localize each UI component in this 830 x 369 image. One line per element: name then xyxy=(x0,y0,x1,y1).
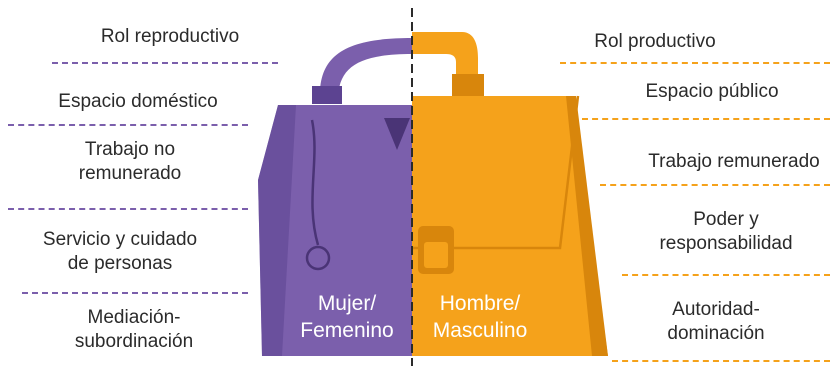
briefcase-handle-icon xyxy=(412,32,478,78)
female-label: Mujer/ Femenino xyxy=(300,292,394,342)
left-divider xyxy=(22,292,248,294)
right-divider xyxy=(600,184,830,186)
handbag-handle-base-icon xyxy=(312,86,342,104)
handbag-strap-icon xyxy=(310,119,320,246)
handbag-clasp-icon xyxy=(384,118,410,150)
right-label-trabajo-remunerado: Trabajo remunerado xyxy=(648,151,820,172)
right-divider xyxy=(612,360,830,362)
briefcase-flap-icon xyxy=(412,95,580,250)
handbag-handle-icon xyxy=(319,38,412,100)
right-divider xyxy=(622,274,830,276)
left-divider xyxy=(52,62,278,64)
left-divider xyxy=(8,208,248,210)
left-label-mediacion-subordinacion: Mediación- subordinación xyxy=(74,307,194,352)
briefcase-handle-base-icon xyxy=(452,74,484,96)
left-label-rol-reproductivo: Rol reproductivo xyxy=(100,26,240,47)
handbag-charm-icon xyxy=(305,245,331,271)
left-divider xyxy=(8,124,248,126)
right-label-autoridad-dominacion: Autoridad- dominación xyxy=(667,299,765,344)
handbag-body-icon xyxy=(258,105,412,356)
left-label-trabajo-no-remunerado: Trabajo no remunerado xyxy=(78,139,182,184)
right-label-rol-productivo: Rol productivo xyxy=(594,31,716,52)
briefcase-body-icon xyxy=(412,96,608,356)
left-label-espacio-domestico: Espacio doméstico xyxy=(58,91,218,112)
right-divider xyxy=(560,62,830,64)
right-label-espacio-publico: Espacio público xyxy=(645,81,779,102)
right-divider xyxy=(582,118,830,120)
left-label-servicio-cuidado: Servicio y cuidado de personas xyxy=(42,229,198,274)
male-label: Hombre/ Masculino xyxy=(432,292,528,342)
right-label-poder-responsabilidad: Poder y responsabilidad xyxy=(659,209,793,254)
